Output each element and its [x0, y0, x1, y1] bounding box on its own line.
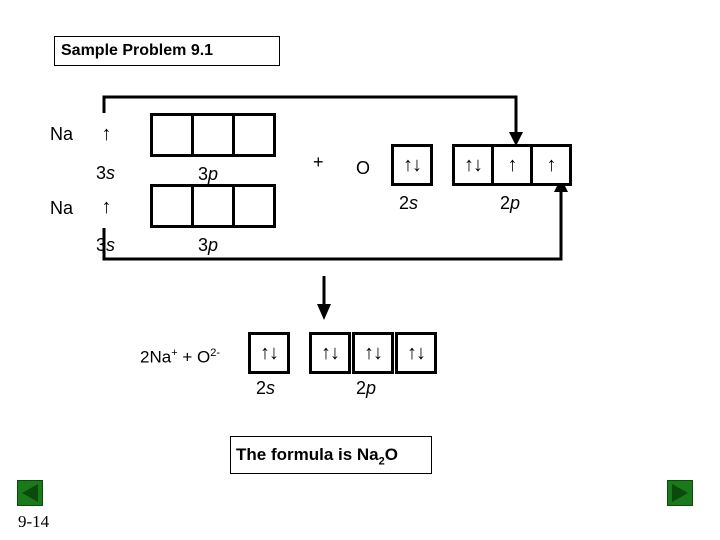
back-arrow-icon [22, 484, 38, 502]
na-atom-1-label: Na [50, 124, 74, 144]
na2-3p-orbital-box-3 [232, 184, 276, 228]
na1-3s-electron-arrow: ↑ [101, 123, 112, 145]
oxide-2s-electron-arrows: ↑↓ [260, 342, 279, 364]
na2-3s-orbital-box: ↑ [90, 186, 122, 228]
reactant-plus-sign: + [313, 152, 324, 172]
na2-3s-label: 3s [96, 235, 116, 255]
upper-transfer-line [102, 95, 518, 134]
na2-3s-electron-arrow: ↑ [101, 196, 112, 218]
previous-slide-button[interactable] [17, 480, 43, 506]
na1-3p-label: 3p [198, 164, 219, 184]
reaction-arrow-head [317, 304, 331, 320]
na1-3s-label: 3s [96, 163, 116, 183]
na2-3p-label: 3p [198, 235, 219, 255]
oxygen-2p-label: 2p [500, 193, 521, 213]
oxygen-2s-label: 2s [399, 193, 419, 213]
na1-3p-orbital-box-2 [191, 113, 235, 157]
upper-transfer-arrowhead [509, 132, 523, 146]
page-number: 9-14 [18, 512, 50, 531]
oxygen-2p-orbital-box-1: ↑↓ [452, 144, 494, 186]
oxygen-2p-orbital-box-3: ↑ [530, 144, 572, 186]
formula-result-box: The formula is Na2O [230, 436, 432, 474]
na2-3p-orbital-box-2 [191, 184, 235, 228]
na2-3p-orbital-box-1 [150, 184, 194, 228]
oxide-2p-orbital-box-3: ↑↓ [395, 332, 437, 374]
oxide-2s-orbital-box: ↑↓ [248, 332, 290, 374]
na1-3p-orbital-box-1 [150, 113, 194, 157]
lower-transfer-line [102, 190, 563, 261]
oxide-2p-orbital-box-1: ↑↓ [309, 332, 351, 374]
na1-3s-orbital-box: ↑ [90, 113, 122, 155]
oxygen-2s-orbital-box: ↑↓ [391, 144, 433, 186]
oxide-2p-orbital-box-2: ↑↓ [352, 332, 394, 374]
forward-arrow-icon [672, 484, 688, 502]
oxygen-2s-electron-arrows: ↑↓ [403, 154, 422, 176]
na-atom-2-label: Na [50, 198, 74, 218]
next-slide-button[interactable] [667, 480, 693, 506]
oxide-2p-label: 2p [356, 378, 377, 398]
oxide-2s-label: 2s [256, 378, 276, 398]
product-ions-label: 2Na+ + O2- [140, 347, 221, 367]
na1-3p-orbital-box-3 [232, 113, 276, 157]
sample-problem-title: Sample Problem 9.1 [54, 36, 280, 66]
oxygen-atom-label: O [356, 158, 371, 178]
oxygen-2p-orbital-box-2: ↑ [491, 144, 533, 186]
